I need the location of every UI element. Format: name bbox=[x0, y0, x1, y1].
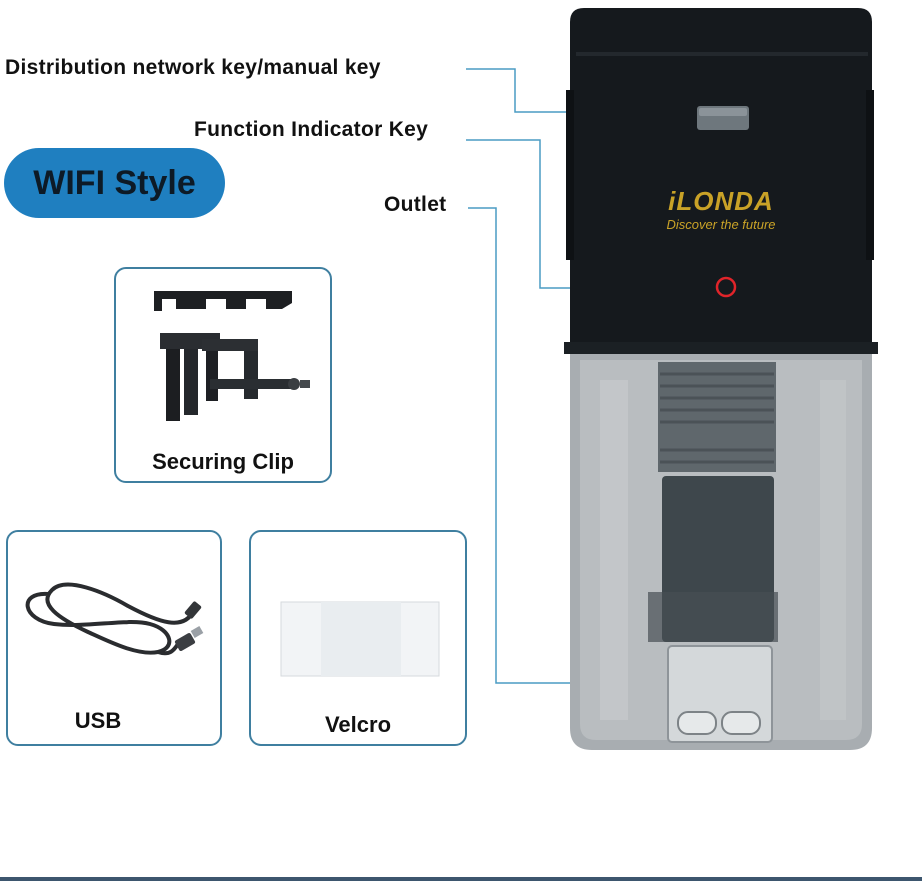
usb-cable-image bbox=[25, 582, 204, 656]
brand-logo: iLONDA bbox=[668, 186, 774, 216]
wifi-style-text: WIFI Style bbox=[33, 163, 196, 202]
securing-clip-card: Securing Clip bbox=[114, 267, 332, 483]
function-indicator-ring bbox=[715, 276, 737, 298]
securing-clip-image bbox=[154, 291, 310, 421]
function-indicator-label: Function Indicator Key bbox=[194, 118, 429, 141]
securing-clip-caption: Securing Clip bbox=[152, 449, 294, 474]
velcro-caption: Velcro bbox=[324, 712, 392, 737]
outlet-label: Outlet bbox=[384, 193, 447, 216]
velcro-image bbox=[280, 601, 440, 677]
distribution-key-label: Distribution network key/manual key bbox=[5, 56, 381, 79]
usb-card: USB bbox=[6, 530, 222, 746]
velcro-card: Velcro bbox=[249, 530, 467, 746]
bottom-divider bbox=[0, 877, 922, 881]
usb-caption: USB bbox=[74, 708, 122, 733]
wifi-style-badge: WIFI Style bbox=[4, 148, 225, 218]
brand-tagline: Discover the future bbox=[666, 217, 775, 232]
